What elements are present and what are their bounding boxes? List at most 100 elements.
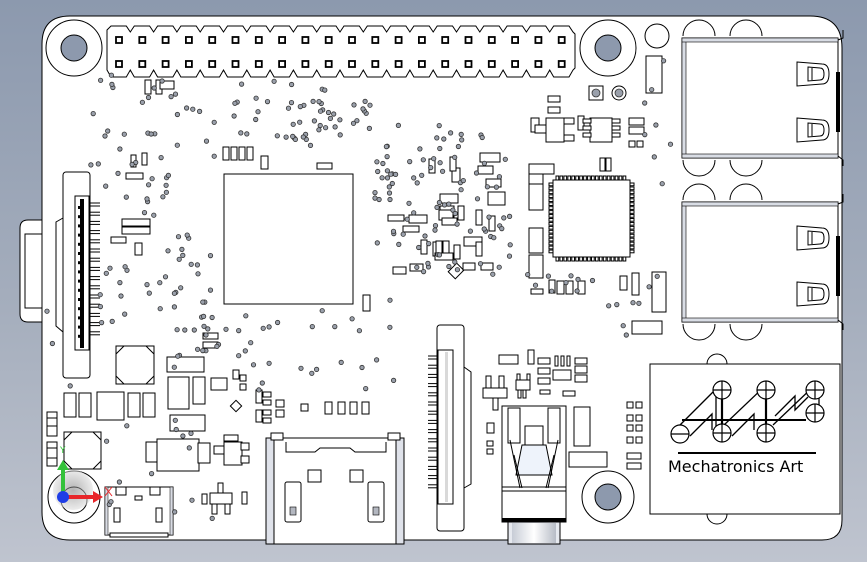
via: [606, 303, 612, 309]
qfp-pin: [614, 175, 619, 181]
gpio-pin: [184, 36, 193, 44]
via: [614, 301, 620, 308]
via: [589, 277, 596, 284]
qfp-pin: [602, 175, 607, 181]
via: [452, 210, 458, 217]
via: [162, 274, 169, 280]
via: [300, 134, 306, 140]
via: [188, 261, 194, 267]
gpio-header[interactable]: [106, 25, 576, 78]
usb-lan-controller[interactable]: [548, 175, 635, 262]
via: [182, 327, 188, 333]
via: [502, 156, 508, 162]
via: [188, 430, 194, 436]
via: [649, 87, 655, 93]
via: [145, 94, 152, 101]
gpio-pin: [278, 60, 287, 68]
via: [473, 170, 480, 176]
via: [200, 347, 206, 354]
via: [319, 308, 325, 314]
via: [174, 327, 180, 333]
qfp-pin: [629, 237, 635, 242]
via: [250, 362, 257, 368]
via: [574, 288, 580, 294]
via: [186, 445, 192, 451]
via: [179, 246, 185, 252]
gpio-pin: [441, 36, 450, 44]
usb-port-upper[interactable]: [681, 19, 844, 177]
gpio-pin: [161, 36, 170, 44]
via: [375, 168, 381, 175]
qfp-pin: [571, 256, 576, 262]
qfp-pin: [583, 256, 587, 262]
qfp-pin: [548, 225, 554, 230]
via: [109, 318, 115, 324]
qfp-pin: [629, 182, 635, 187]
qfp-pin: [548, 198, 554, 203]
qfp-pin: [555, 175, 560, 181]
via: [411, 175, 417, 181]
coordinate-triad[interactable]: Y: [53, 446, 103, 510]
via: [171, 304, 177, 310]
via: [285, 105, 292, 111]
micro-usb-power-port[interactable]: [104, 486, 174, 538]
via: [97, 303, 104, 310]
gpio-pin: [464, 60, 473, 68]
audio-jack[interactable]: [501, 405, 567, 545]
mounting-hole-top-right: [579, 19, 637, 77]
gpio-pin: [254, 60, 263, 68]
via: [367, 102, 373, 108]
via: [437, 145, 443, 152]
qfp-pin: [563, 175, 568, 181]
via: [297, 104, 303, 110]
gpio-pin: [487, 60, 496, 68]
via: [274, 319, 281, 326]
qfp-pin: [629, 190, 635, 195]
via: [121, 131, 127, 137]
qfp-pin: [629, 229, 635, 234]
gpio-pin: [301, 36, 310, 44]
via: [501, 215, 507, 221]
via: [243, 313, 249, 319]
via: [256, 387, 262, 393]
via: [447, 130, 454, 136]
gpio-pin: [394, 60, 403, 68]
qfp-pin: [555, 256, 560, 262]
usb-ports[interactable]: [681, 19, 844, 341]
gpio-pin: [371, 36, 380, 44]
via: [388, 171, 394, 177]
hdmi-port[interactable]: [265, 432, 405, 545]
via: [496, 264, 502, 270]
qfp-pin: [591, 175, 595, 181]
via: [313, 366, 320, 372]
via: [434, 135, 440, 141]
via: [446, 263, 452, 270]
via: [195, 346, 201, 352]
soc-chip[interactable]: [223, 173, 354, 305]
via: [568, 273, 574, 279]
via: [290, 133, 296, 139]
via: [426, 241, 432, 247]
via: [446, 201, 452, 207]
via: [386, 184, 392, 190]
soc-caps-row: [222, 146, 333, 170]
via: [338, 359, 344, 365]
via: [660, 58, 667, 64]
via: [173, 426, 179, 433]
camera-connector[interactable]: [436, 324, 472, 532]
via: [452, 259, 458, 265]
via: [458, 131, 464, 137]
via: [374, 240, 380, 246]
via: [148, 131, 154, 137]
via: [460, 178, 466, 184]
via: [525, 271, 531, 278]
qfp-pin: [618, 175, 623, 181]
via: [174, 142, 180, 148]
qfp-pin: [629, 206, 635, 210]
via: [297, 119, 303, 125]
via: [274, 133, 280, 139]
via: [194, 262, 200, 268]
qfp-pin: [548, 210, 554, 214]
usb-port-lower[interactable]: [681, 183, 844, 341]
